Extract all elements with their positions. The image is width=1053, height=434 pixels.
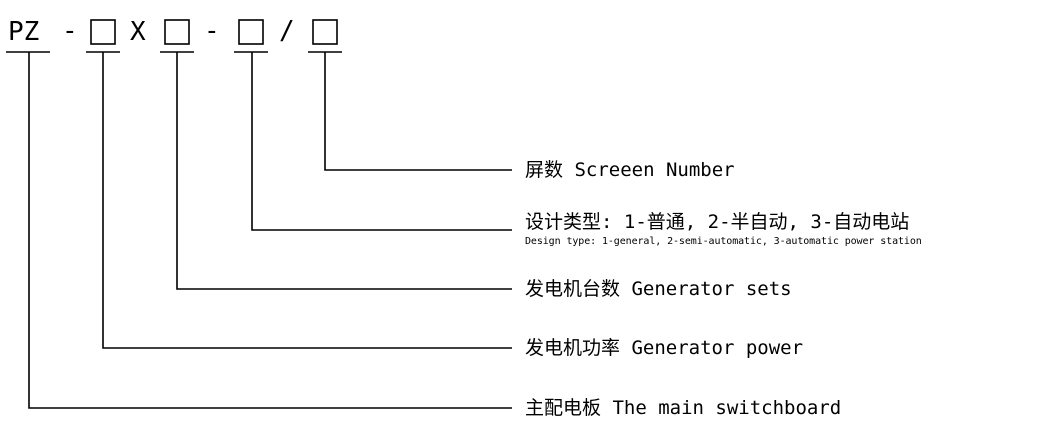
code-prefix: PZ: [8, 17, 40, 47]
code-separator-1: -: [62, 16, 78, 46]
label-generator-power: 发电机功率 Generator power: [525, 337, 804, 359]
box-generator-power: [90, 19, 116, 45]
box-screen-number: [312, 19, 338, 45]
code-slash: /: [279, 16, 295, 46]
leader-generator-power: [102, 52, 512, 349]
box-design-type: [238, 19, 264, 45]
leader-screen-number: [324, 52, 512, 171]
label-generator-sets: 发电机台数 Generator sets: [525, 278, 792, 300]
label-design-type: 设计类型: 1-普通, 2-半自动, 3-自动电站: [525, 211, 910, 233]
label-screen-number: 屏数 Screeen Number: [525, 159, 735, 181]
code-separator-2: -: [204, 16, 220, 46]
label-design-type-english: Design type: 1-general, 2-semi-automatic…: [525, 236, 922, 247]
leader-generator-sets: [176, 52, 512, 290]
leader-main-switchboard: [28, 52, 512, 409]
leader-design-type: [251, 52, 512, 231]
box-generator-sets: [164, 19, 190, 45]
label-main-switchboard: 主配电板 The main switchboard: [525, 397, 842, 419]
code-times: X: [130, 17, 146, 47]
